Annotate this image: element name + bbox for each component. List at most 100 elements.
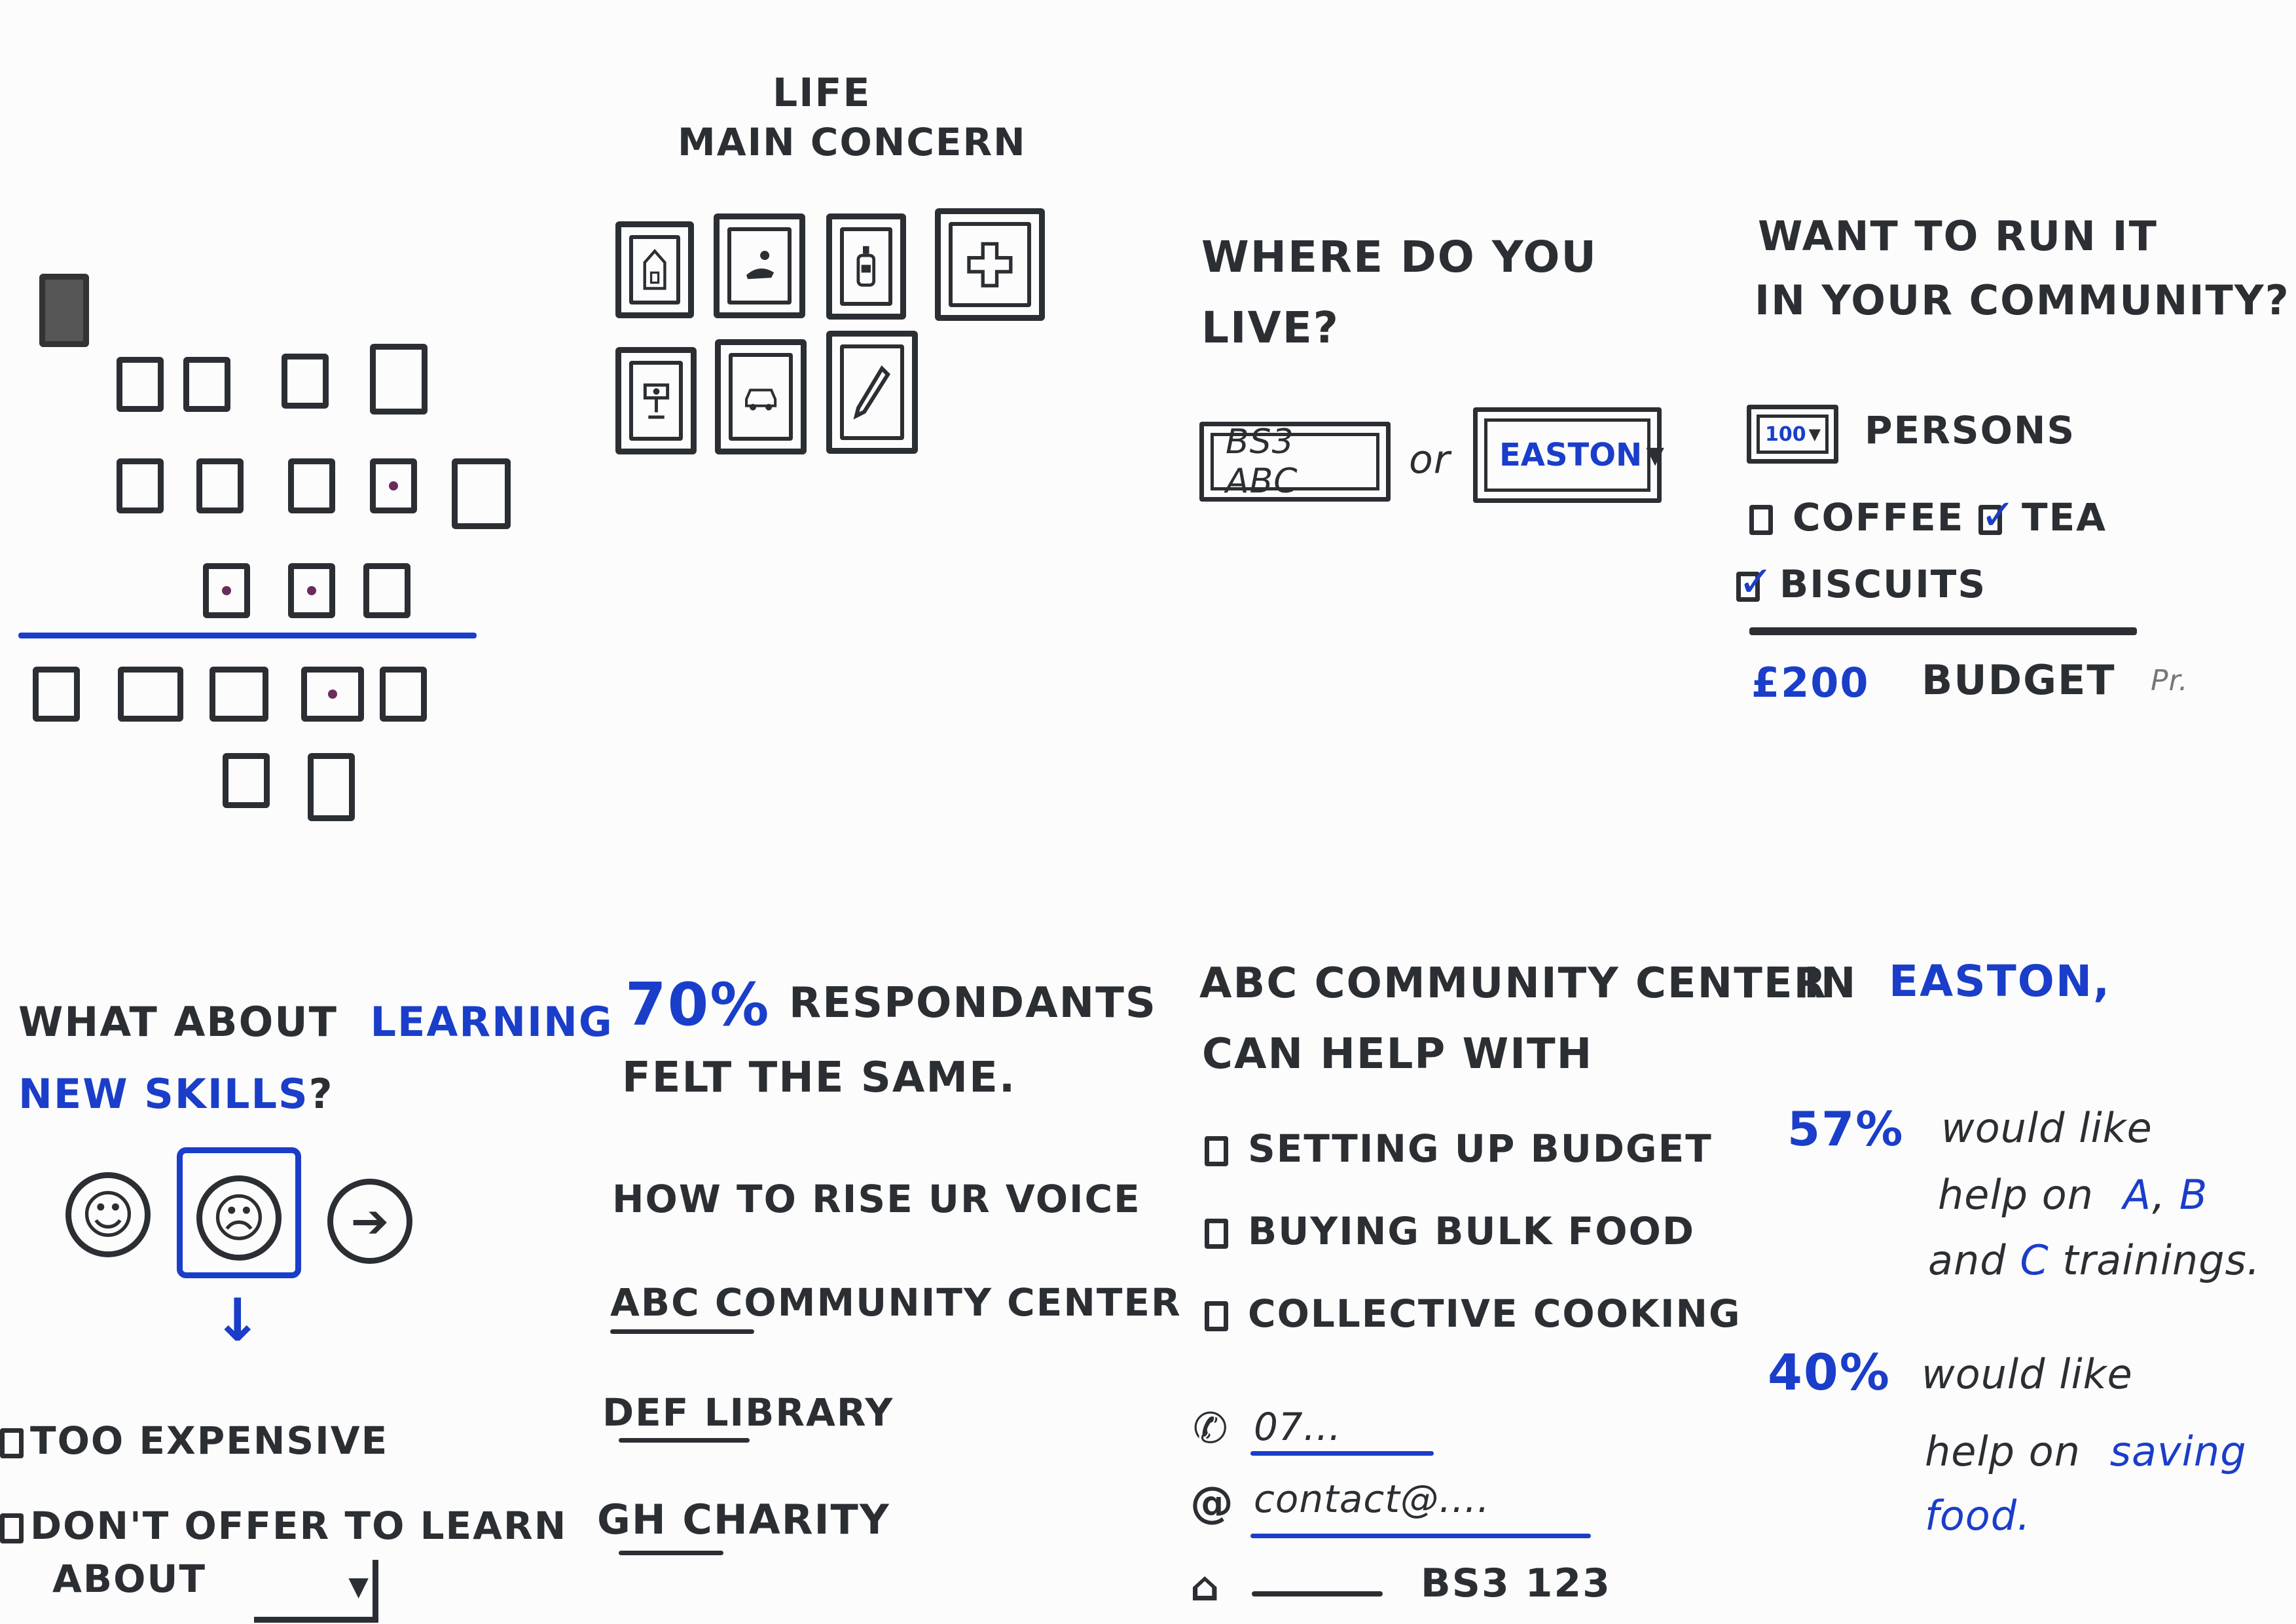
- concern-title-line1: LIFE: [773, 70, 871, 116]
- grid-square[interactable]: [308, 753, 355, 821]
- chevron-down-icon: ▼: [1808, 425, 1821, 443]
- phone-link[interactable]: 07...: [1254, 1405, 1342, 1449]
- happy-face-button[interactable]: ☺: [65, 1172, 151, 1257]
- grid-square[interactable]: [301, 667, 364, 722]
- grid-square[interactable]: [223, 753, 270, 808]
- tea-option[interactable]: TEA: [1978, 491, 2107, 540]
- people-icon: [746, 250, 774, 280]
- link-underline: [619, 1551, 723, 1555]
- link-def-library[interactable]: DEF LIBRARY: [602, 1390, 894, 1435]
- stat-70-value: 70%: [625, 970, 771, 1039]
- grid-square[interactable]: [380, 667, 427, 722]
- grid-square[interactable]: [282, 354, 329, 409]
- grid-square[interactable]: [370, 458, 417, 513]
- grid-square[interactable]: [33, 667, 80, 722]
- selected-dot: [389, 481, 398, 490]
- grid-square[interactable]: [118, 667, 183, 722]
- chevron-down-icon: ▼: [1646, 441, 1664, 469]
- area-select-value: EASTON: [1499, 437, 1643, 473]
- rise-voice-heading: HOW TO RISE UR VOICE: [612, 1177, 1141, 1221]
- next-arrow-button[interactable]: ➔: [327, 1179, 412, 1264]
- stat-70-text: RESPONDANTS: [789, 979, 1157, 1027]
- concern-tile-job[interactable]: [615, 347, 697, 454]
- selected-dot: [307, 586, 316, 595]
- arrow-down-icon: ↓: [213, 1286, 264, 1355]
- email-icon: @: [1190, 1477, 1235, 1528]
- biscuits-option[interactable]: BISCUITS: [1736, 558, 1986, 606]
- grid-square[interactable]: [196, 458, 244, 513]
- concern-tile-medical[interactable]: [935, 208, 1045, 321]
- budget-note: Pr.: [2151, 664, 2189, 697]
- concern-tile-pencil[interactable]: [826, 331, 918, 454]
- center-line1-place: EASTON,: [1889, 956, 2111, 1006]
- center-line1: ABC COMMUNITY CENTER: [1199, 959, 1827, 1008]
- grid-square[interactable]: [183, 357, 230, 412]
- coffee-checkbox[interactable]: [1749, 504, 1773, 535]
- job-icon: [643, 383, 669, 418]
- reason-checkbox[interactable]: [0, 1428, 24, 1458]
- concern-title-line2: MAIN CONCERN: [678, 120, 1027, 164]
- selected-answer-frame: [177, 1147, 301, 1278]
- medical-cross-icon: [967, 242, 1013, 287]
- stat-40-text2: help on saving: [1925, 1428, 2247, 1475]
- center-line2: CAN HELP WITH: [1202, 1030, 1594, 1079]
- about-select[interactable]: ▼: [254, 1560, 378, 1623]
- stat-57-text2: help on A, B: [1938, 1171, 2208, 1219]
- help-option-budget[interactable]: SETTING UP BUDGET: [1205, 1126, 1713, 1171]
- email-underline: [1250, 1534, 1591, 1538]
- phone-icon: ✆: [1193, 1405, 1230, 1453]
- reason-too-expensive[interactable]: TOO EXPENSIVE: [0, 1418, 388, 1463]
- help-checkbox[interactable]: [1205, 1135, 1228, 1166]
- car-icon: [744, 388, 777, 411]
- bottle-icon: [856, 246, 876, 287]
- link-abc-community-center[interactable]: ABC COMMUNITY CENTER: [610, 1280, 1182, 1325]
- concern-tile-house[interactable]: [615, 221, 694, 318]
- home-icon: ⌂: [1190, 1562, 1221, 1610]
- where-question-line1: WHERE DO YOU: [1201, 232, 1598, 282]
- stat-57-text3: and C trainings.: [1928, 1236, 2261, 1284]
- grid-square[interactable]: [117, 357, 164, 412]
- budget-label: BUDGET: [1922, 656, 2116, 704]
- concern-tile-car[interactable]: [715, 339, 807, 454]
- tea-checkbox[interactable]: [1978, 491, 2017, 540]
- help-option-cooking[interactable]: COLLECTIVE COOKING: [1205, 1291, 1741, 1336]
- stat-40-value: 40%: [1768, 1343, 1891, 1401]
- grid-square[interactable]: [203, 563, 250, 618]
- about-label: ABOUT: [52, 1557, 207, 1601]
- reason-dont-offer[interactable]: DON'T OFFER TO LEARN: [0, 1504, 567, 1548]
- grid-square[interactable]: [288, 563, 335, 618]
- grid-square[interactable]: [210, 667, 268, 722]
- grid-square[interactable]: [370, 344, 428, 415]
- budget-value: £200: [1751, 659, 1870, 707]
- area-select[interactable]: EASTON ▼: [1473, 407, 1664, 503]
- grid-square[interactable]: [363, 563, 410, 618]
- help-checkbox[interactable]: [1205, 1218, 1228, 1249]
- grid-square[interactable]: [39, 274, 89, 347]
- persons-select[interactable]: 100 ▼: [1747, 405, 1838, 464]
- selected-dot: [328, 690, 337, 699]
- address-postcode: BS3 123: [1421, 1560, 1611, 1606]
- where-question-line2: LIVE?: [1201, 303, 1340, 353]
- coffee-option[interactable]: COFFEE: [1749, 495, 1964, 540]
- grid-square[interactable]: [288, 458, 335, 513]
- phone-underline: [1250, 1451, 1434, 1456]
- reason-checkbox[interactable]: [0, 1513, 24, 1543]
- help-checkbox[interactable]: [1205, 1301, 1228, 1331]
- email-link[interactable]: contact@....: [1254, 1477, 1490, 1521]
- concern-tile-people[interactable]: [714, 213, 805, 318]
- link-underline: [610, 1329, 754, 1334]
- grid-square[interactable]: [452, 458, 511, 529]
- pencil-icon: [853, 365, 890, 420]
- link-gh-charity[interactable]: GH CHARITY: [597, 1496, 890, 1543]
- or-label: or: [1409, 437, 1451, 483]
- coffee-label: COFFEE: [1793, 495, 1965, 540]
- chevron-down-icon: ▼: [348, 1572, 369, 1602]
- biscuits-checkbox[interactable]: [1736, 558, 1775, 606]
- sad-face-button[interactable]: ☹: [196, 1175, 282, 1261]
- postcode-input[interactable]: BS3 ABC: [1199, 422, 1391, 502]
- help-option-bulk-food[interactable]: BUYING BULK FOOD: [1205, 1209, 1695, 1253]
- grid-square[interactable]: [117, 458, 164, 513]
- selected-dot: [222, 586, 231, 595]
- run-question-line1: WANT TO RUN IT: [1758, 212, 2158, 260]
- concern-tile-bottle[interactable]: [826, 213, 906, 320]
